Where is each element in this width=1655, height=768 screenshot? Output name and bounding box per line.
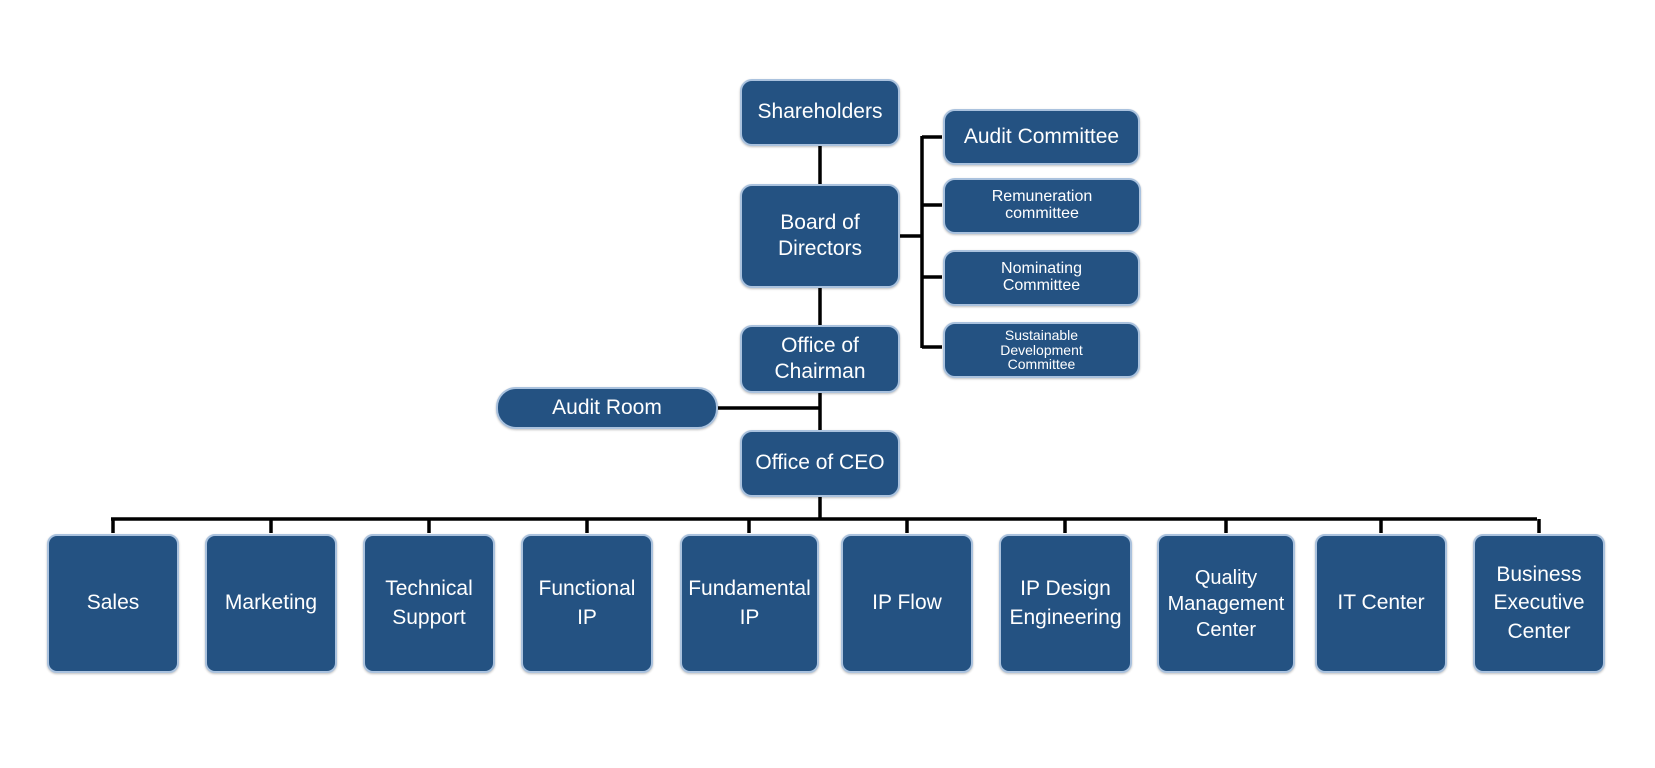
dept-marketing: Marketing <box>205 534 337 673</box>
dept-functional-ip: Functional IP <box>521 534 653 673</box>
audit-room-box: Audit Room <box>496 387 718 429</box>
dept-technical-support: Technical Support <box>363 534 495 673</box>
audit-committee-box: Audit Committee <box>943 109 1140 165</box>
dept-sales: Sales <box>47 534 179 673</box>
shareholders-box: Shareholders <box>740 79 900 146</box>
dept-quality-management-center: Quality Management Center <box>1157 534 1295 673</box>
dept-fundamental-ip: Fundamental IP <box>680 534 819 673</box>
dept-ip-flow: IP Flow <box>841 534 973 673</box>
sustainable-development-committee-box: Sustainable Development Committee <box>943 322 1140 378</box>
nominating-committee-box: Nominating Committee <box>943 250 1140 306</box>
office-of-chairman-box: Office of Chairman <box>740 325 900 393</box>
dept-it-center: IT Center <box>1315 534 1447 673</box>
board-of-directors-box: Board of Directors <box>740 184 900 288</box>
remuneration-committee-box: Remuneration committee <box>943 178 1141 234</box>
dept-business-executive-center: Business Executive Center <box>1473 534 1605 673</box>
dept-ip-design-engineering: IP Design Engineering <box>999 534 1132 673</box>
office-of-ceo-box: Office of CEO <box>740 430 900 497</box>
